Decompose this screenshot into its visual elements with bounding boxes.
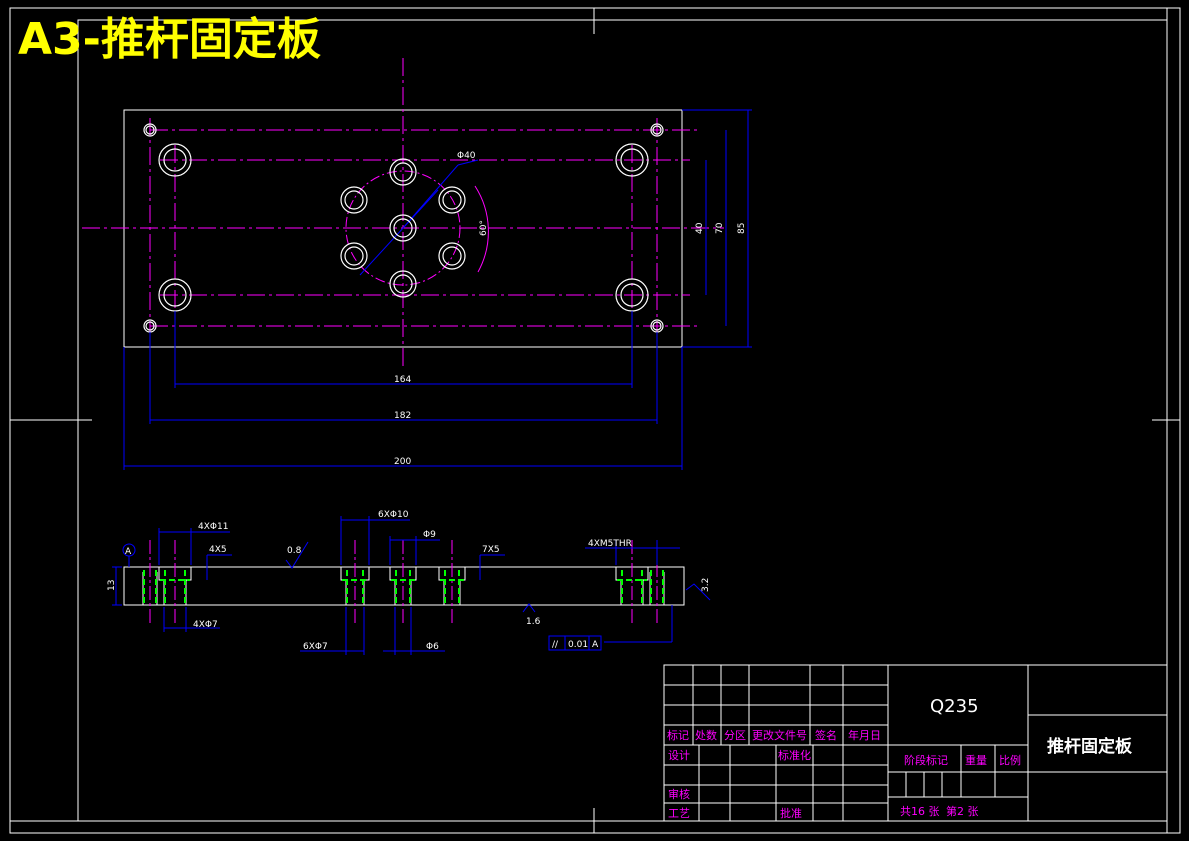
hidden-lines (143, 570, 664, 604)
header-count: 处数 (695, 729, 717, 742)
material-value: Q235 (930, 696, 979, 717)
dim-outer-height: 85 (737, 223, 747, 234)
dim-bolt-circle: Φ40 (457, 151, 476, 161)
dim-top-left-holes: 4XΦ11 (198, 522, 228, 532)
pattern-hole-3 (438, 242, 466, 270)
pattern-hole-2 (438, 186, 466, 214)
dim-top-center-holes: 6XΦ10 (378, 510, 409, 520)
dim-tap-holes: 4XM5THR (588, 539, 632, 549)
label-approve: 批准 (780, 806, 802, 820)
header-change-doc: 更改文件号 (752, 728, 807, 742)
label-standardization: 标准化 (778, 748, 811, 762)
header-mark: 标记 (667, 728, 689, 742)
header-signature: 签名 (815, 728, 837, 742)
tap-hole-tr (650, 123, 664, 137)
tap-hole-tl (143, 123, 157, 137)
label-stage-mark: 阶段标记 (904, 753, 948, 767)
sheet-total: 共16 张 (900, 805, 940, 818)
roughness-symbols (285, 541, 711, 613)
dim-top-left-depth: 4X5 (209, 545, 227, 555)
pattern-hole-5 (340, 242, 368, 270)
section-outline (123, 566, 685, 606)
datum-a-marker: A (122, 543, 136, 567)
dim-mid-height: 70 (715, 222, 725, 234)
roughness-bottom-value: 1.6 (526, 617, 541, 627)
vertical-dimensions (682, 109, 752, 348)
pattern-hole-6 (340, 186, 368, 214)
dim-bottom-center-small: Φ6 (426, 642, 439, 652)
mounting-holes (143, 123, 664, 333)
header-zone: 分区 (724, 729, 746, 742)
label-weight: 重量 (965, 753, 987, 767)
pattern-hole-4 (389, 270, 417, 298)
tolerance-datum: A (592, 640, 599, 650)
corner-hole-tr (615, 143, 649, 177)
center-hole (389, 214, 417, 242)
section-view: A 4XΦ11 4X5 13 0.8 6XΦ10 Φ9 7X5 4XΦ7 6XΦ… (107, 510, 711, 655)
label-design: 设计 (668, 749, 690, 762)
header-date: 年月日 (848, 728, 881, 742)
horizontal-dimensions (123, 311, 683, 470)
dim-center-depth: 7X5 (482, 545, 500, 555)
dim-200: 200 (394, 457, 411, 467)
section-center-lines (149, 540, 658, 625)
dim-angle: 60° (479, 220, 489, 236)
section-dimensions (112, 516, 680, 655)
sheet-border (9, 7, 1181, 834)
label-review: 审核 (668, 787, 690, 801)
angle-arc (474, 185, 489, 273)
tolerance-frame (548, 635, 602, 651)
dim-182: 182 (394, 411, 411, 421)
title-block (663, 664, 1168, 822)
dim-164: 164 (394, 375, 411, 385)
roughness-right-value: 3.2 (701, 578, 711, 592)
sheet-number: 第2 张 (946, 804, 979, 818)
dim-bottom-center-holes: 6XΦ7 (303, 642, 328, 652)
dim-inner-height: 40 (695, 222, 705, 234)
pattern-hole-1 (389, 158, 417, 186)
roughness-top-value: 0.8 (287, 546, 302, 556)
label-scale: 比例 (999, 753, 1021, 767)
radial-leaders (359, 159, 479, 276)
title-block-text: 标记 处数 分区 更改文件号 签名 年月日 设计 标准化 审核 工艺 批准 阶段… (667, 696, 1133, 820)
tolerance-symbol: // (552, 640, 559, 650)
tolerance-value: 0.01 (568, 640, 588, 650)
center-lines (82, 58, 724, 420)
datum-a-label: A (125, 547, 132, 557)
label-process: 工艺 (668, 807, 690, 820)
dim-bottom-left-holes: 4XΦ7 (193, 620, 218, 630)
drawing-title: A3-推杆固定板 (18, 14, 321, 65)
corner-hole-tl (158, 143, 192, 177)
plan-view: 40 70 85 Φ40 60° 164 182 200 (82, 58, 752, 470)
bolt-circle (345, 170, 461, 286)
part-name: 推杆固定板 (1047, 736, 1133, 757)
dim-thickness: 13 (107, 580, 117, 591)
dim-center-counter: Φ9 (423, 530, 436, 540)
